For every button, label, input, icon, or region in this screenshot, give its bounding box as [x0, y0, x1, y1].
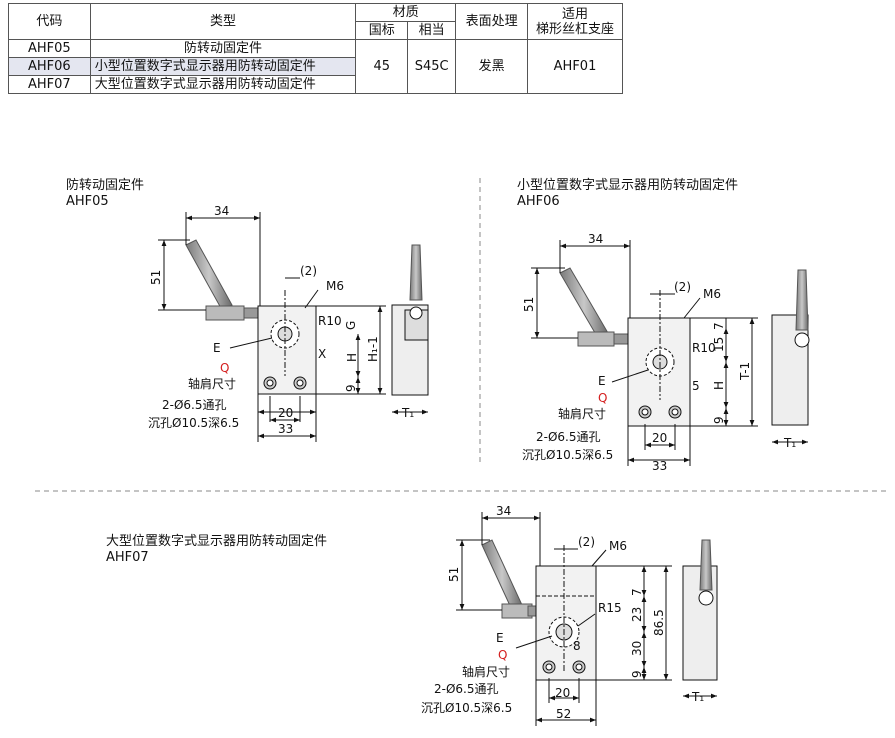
cell-support: AHF01	[527, 39, 623, 94]
cell-surface: 发黑	[455, 39, 529, 94]
svg-text:9: 9	[630, 670, 644, 678]
table-row: AHF06 小型位置数字式显示器用防转动固定件	[8, 57, 623, 76]
header-type: 类型	[89, 3, 357, 40]
caption-ahf07: 大型位置数字式显示器用防转动固定件 AHF07	[106, 534, 328, 565]
svg-text:2-Ø6.5通孔: 2-Ø6.5通孔	[434, 682, 499, 696]
svg-text:51: 51	[149, 270, 163, 285]
svg-text:Q: Q	[220, 361, 229, 375]
svg-text:R10: R10	[318, 314, 342, 328]
svg-text:2-Ø6.5通孔: 2-Ø6.5通孔	[536, 430, 601, 444]
spec-table: 代码 类型 材质 表面处理 适用 梯形丝杠支座 国标 相当 AHF05 防转动固…	[8, 3, 623, 94]
svg-text:(2): (2)	[674, 280, 691, 294]
svg-text:轴肩尺寸: 轴肩尺寸	[188, 376, 236, 391]
svg-text:轴肩尺寸: 轴肩尺寸	[558, 406, 606, 421]
handle-side-icon	[699, 539, 713, 591]
drawing-ahf06	[531, 240, 810, 466]
svg-text:Q: Q	[598, 391, 607, 405]
header-material-gb: 国标	[355, 21, 409, 40]
svg-text:34: 34	[214, 204, 229, 218]
svg-text:H: H	[712, 381, 726, 390]
svg-text:T₁: T₁	[783, 436, 796, 450]
svg-text:M6: M6	[609, 539, 627, 553]
svg-text:轴肩尺寸: 轴肩尺寸	[462, 664, 510, 679]
svg-text:33: 33	[278, 422, 293, 436]
row-code: AHF07	[8, 75, 91, 94]
svg-text:34: 34	[496, 504, 511, 518]
svg-text:8: 8	[573, 639, 581, 653]
drawing-ahf05	[158, 212, 429, 442]
svg-text:M6: M6	[703, 287, 721, 301]
svg-text:T₁: T₁	[401, 406, 414, 420]
svg-text:(2): (2)	[578, 535, 595, 549]
caption-ahf06: 小型位置数字式显示器用防转动固定件 AHF06	[517, 178, 739, 209]
svg-text:20: 20	[555, 686, 570, 700]
svg-text:E: E	[598, 374, 606, 388]
labels-ahf05: 34 51 (2) M6 R10 G X H H₁-1 E Q 轴肩尺寸 9 2…	[148, 204, 414, 436]
handle-side-icon	[795, 269, 809, 331]
svg-text:T₁: T₁	[691, 690, 704, 704]
row-type: 大型位置数字式显示器用防转动固定件	[89, 75, 357, 94]
svg-text:沉孔Ø10.5深6.5: 沉孔Ø10.5深6.5	[148, 416, 239, 430]
svg-text:2-Ø6.5通孔: 2-Ø6.5通孔	[162, 398, 227, 412]
header-material-eq: 相当	[407, 21, 457, 40]
labels-ahf06: 34 51 (2) M6 R10 7 15 5 H T-1 E Q 轴肩尺寸 9…	[522, 232, 796, 473]
table-row: AHF05 防转动固定件 45 S45C 发黑 AHF01	[8, 39, 623, 94]
svg-text:沉孔Ø10.5深6.5: 沉孔Ø10.5深6.5	[421, 701, 512, 715]
svg-text:20: 20	[652, 431, 667, 445]
svg-text:X: X	[318, 347, 326, 361]
row-code: AHF06	[8, 57, 91, 76]
svg-text:H₁-1: H₁-1	[366, 336, 380, 362]
cell-eq: S45C	[407, 39, 457, 94]
svg-text:H: H	[345, 353, 359, 362]
svg-text:E: E	[496, 631, 504, 645]
labels-ahf07: 34 51 (2) M6 R15 7 23 8 30 86.5 E Q 轴肩尺寸…	[421, 504, 704, 721]
svg-text:G: G	[344, 321, 358, 330]
svg-text:23: 23	[630, 607, 644, 622]
handle-icon	[559, 267, 609, 339]
svg-text:M6: M6	[326, 279, 344, 293]
drawing-ahf07	[456, 512, 718, 726]
header-code: 代码	[8, 3, 91, 40]
row-code: AHF05	[8, 39, 91, 58]
svg-text:5: 5	[692, 379, 700, 393]
svg-text:沉孔Ø10.5深6.5: 沉孔Ø10.5深6.5	[522, 448, 613, 462]
handle-icon	[185, 239, 233, 311]
handle-icon	[481, 539, 523, 611]
header-applicable: 适用 梯形丝杠支座	[527, 3, 623, 40]
svg-text:51: 51	[447, 567, 461, 582]
svg-text:9: 9	[344, 384, 358, 392]
svg-text:33: 33	[652, 459, 667, 473]
svg-text:51: 51	[522, 297, 536, 312]
svg-text:15: 15	[712, 337, 726, 352]
svg-text:E: E	[213, 341, 221, 355]
svg-text:7: 7	[630, 588, 644, 596]
svg-text:20: 20	[278, 406, 293, 420]
svg-text:R15: R15	[598, 601, 622, 615]
svg-text:30: 30	[630, 641, 644, 656]
svg-text:86.5: 86.5	[652, 609, 666, 636]
table-row: AHF07 大型位置数字式显示器用防转动固定件	[8, 75, 623, 94]
handle-side-icon	[409, 244, 423, 301]
svg-text:R10: R10	[692, 341, 716, 355]
svg-text:7: 7	[712, 322, 726, 330]
svg-text:T-1: T-1	[738, 362, 752, 381]
svg-text:9: 9	[712, 416, 726, 424]
caption-ahf05: 防转动固定件 AHF05	[66, 178, 145, 209]
row-type: 小型位置数字式显示器用防转动固定件	[89, 57, 357, 76]
svg-text:34: 34	[588, 232, 603, 246]
svg-text:52: 52	[556, 707, 571, 721]
svg-text:Q: Q	[498, 648, 507, 662]
svg-text:(2): (2)	[300, 264, 317, 278]
